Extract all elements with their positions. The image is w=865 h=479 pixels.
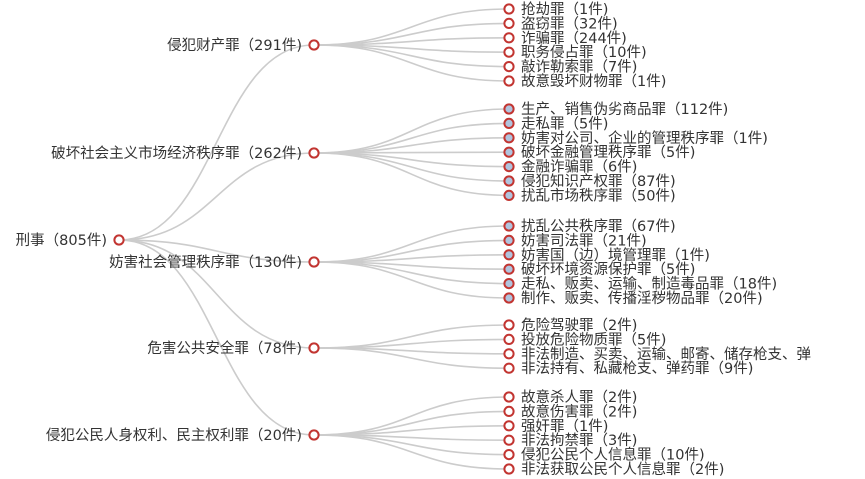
leaf-label: 非法持有、私藏枪支、弹药罪（9件) [521,360,753,377]
leaf-label: 故意伤害罪（2件) [521,402,637,420]
link-category-to-leaf [313,108,510,154]
leaf-node[interactable] [503,249,515,261]
leaf-label: 扰乱市场秩序罪（50件) [521,187,676,204]
leaf-node[interactable] [503,463,515,475]
leaf-label: 破坏环境资源保护罪（5件) [521,260,695,278]
leaf-node[interactable] [503,292,515,304]
leaf-node[interactable] [503,362,515,374]
leaf-label: 非法制造、买卖、运输、邮寄、储存枪支、弹 [521,345,811,363]
leaf-node[interactable] [503,17,515,29]
link-category-to-leaf [313,152,510,197]
link-category-to-leaf [313,324,510,349]
leaf-node[interactable] [503,420,515,432]
leaf-node[interactable] [503,103,515,115]
link-category-to-leaf [313,410,510,436]
leaf-label: 妨害司法罪（21件) [521,232,647,249]
leaf-node[interactable] [503,189,515,201]
leaf-node[interactable] [503,449,515,461]
leaf-label: 敲诈勒索罪（7件) [521,59,637,76]
leaf-node[interactable] [503,263,515,275]
link-category-to-leaf [313,8,510,46]
category-node[interactable] [308,147,320,159]
leaf-label: 侵犯公民个人信息罪（10件) [521,447,705,464]
category-label: 危害公共安全罪（78件) [147,339,302,357]
category-node[interactable] [308,342,320,354]
leaf-node[interactable] [503,405,515,417]
leaf-label: 侵犯知识产权罪（87件) [521,173,676,190]
link-root-to-category [118,152,315,241]
leaf-label: 盗窃罪（32件) [521,15,618,32]
category-label: 侵犯公民人身权利、民主权利罪（20件) [46,427,302,444]
link-category-to-leaf [313,37,510,46]
leaf-node[interactable] [503,234,515,246]
link-root-to-category [118,44,315,241]
leaf-label: 非法拘禁罪（3件) [521,432,637,449]
tree-nodes: 抢劫罪（1件)盗窃罪（32件)诈骗罪（244件)职务侵占罪（10件)敲诈勒索罪（… [16,0,811,478]
category-label: 破坏社会主义市场经济秩序罪（262件) [51,145,302,162]
leaf-node[interactable] [503,146,515,158]
leaf-label: 诈骗罪（244件) [521,30,627,47]
leaf-label: 投放危险物质罪（5件) [521,331,666,348]
leaf-node[interactable] [503,391,515,403]
leaf-node[interactable] [503,220,515,232]
root-label: 刑事（805件) [16,232,107,249]
link-category-to-leaf [313,44,510,82]
root-node[interactable] [113,234,125,246]
link-root-to-category [118,239,315,436]
link-category-to-leaf [313,261,510,299]
category-node[interactable] [308,256,320,268]
link-category-to-leaf [313,396,510,436]
leaf-node[interactable] [503,117,515,130]
leaf-node[interactable] [503,434,515,446]
leaf-node[interactable] [503,46,515,58]
link-category-to-leaf [313,254,510,263]
leaf-node[interactable] [503,319,515,331]
leaf-label: 破坏金融管理秩序罪（5件) [521,144,695,161]
leaf-label: 妨害国（边）境管理罪（1件) [521,246,710,264]
link-root-to-category [118,239,315,349]
leaf-node[interactable] [503,132,515,144]
tree-links [118,8,510,470]
category-node[interactable] [308,39,320,51]
leaf-label: 妨害对公司、企业的管理秩序罪（1件) [521,129,768,147]
leaf-label: 扰乱公共秩序罪（67件) [521,218,676,235]
leaf-label: 走私、贩卖、运输、制造毒品罪（18件) [521,276,777,293]
leaf-node[interactable] [503,32,515,44]
leaf-node[interactable] [503,175,515,187]
link-category-to-leaf [313,347,510,369]
leaf-node[interactable] [503,3,515,15]
leaf-node[interactable] [503,278,515,290]
leaf-node[interactable] [503,75,515,87]
leaf-label: 抢劫罪（1件) [521,0,608,18]
leaf-label: 危险驾驶罪（2件) [521,317,637,334]
link-category-to-leaf [313,225,510,263]
category-label: 妨害社会管理秩序罪（130件) [109,254,302,271]
category-label: 侵犯财产罪（291件) [167,37,302,54]
link-root-to-category [118,239,315,263]
category-node[interactable] [308,429,320,441]
leaf-label: 强奸罪（1件) [521,418,608,435]
leaf-label: 走私罪（5件) [521,115,608,132]
leaf-node[interactable] [503,348,515,360]
leaf-label: 金融诈骗罪（6件) [521,159,637,176]
leaf-label: 非法获取公民个人信息罪（2件) [521,461,724,478]
leaf-label: 制作、贩卖、传播淫秽物品罪（20件) [521,290,763,307]
link-category-to-leaf [313,434,510,470]
leaf-label: 生产、销售伪劣商品罪（112件) [521,101,728,118]
leaf-label: 职务侵占罪（10件) [521,44,647,61]
leaf-node[interactable] [503,333,515,345]
link-category-to-leaf [313,152,510,182]
leaf-label: 故意杀人罪（2件) [521,388,637,406]
leaf-label: 故意毁坏财物罪（1件) [521,72,666,90]
leaf-node[interactable] [503,61,515,73]
leaf-node[interactable] [503,161,515,173]
